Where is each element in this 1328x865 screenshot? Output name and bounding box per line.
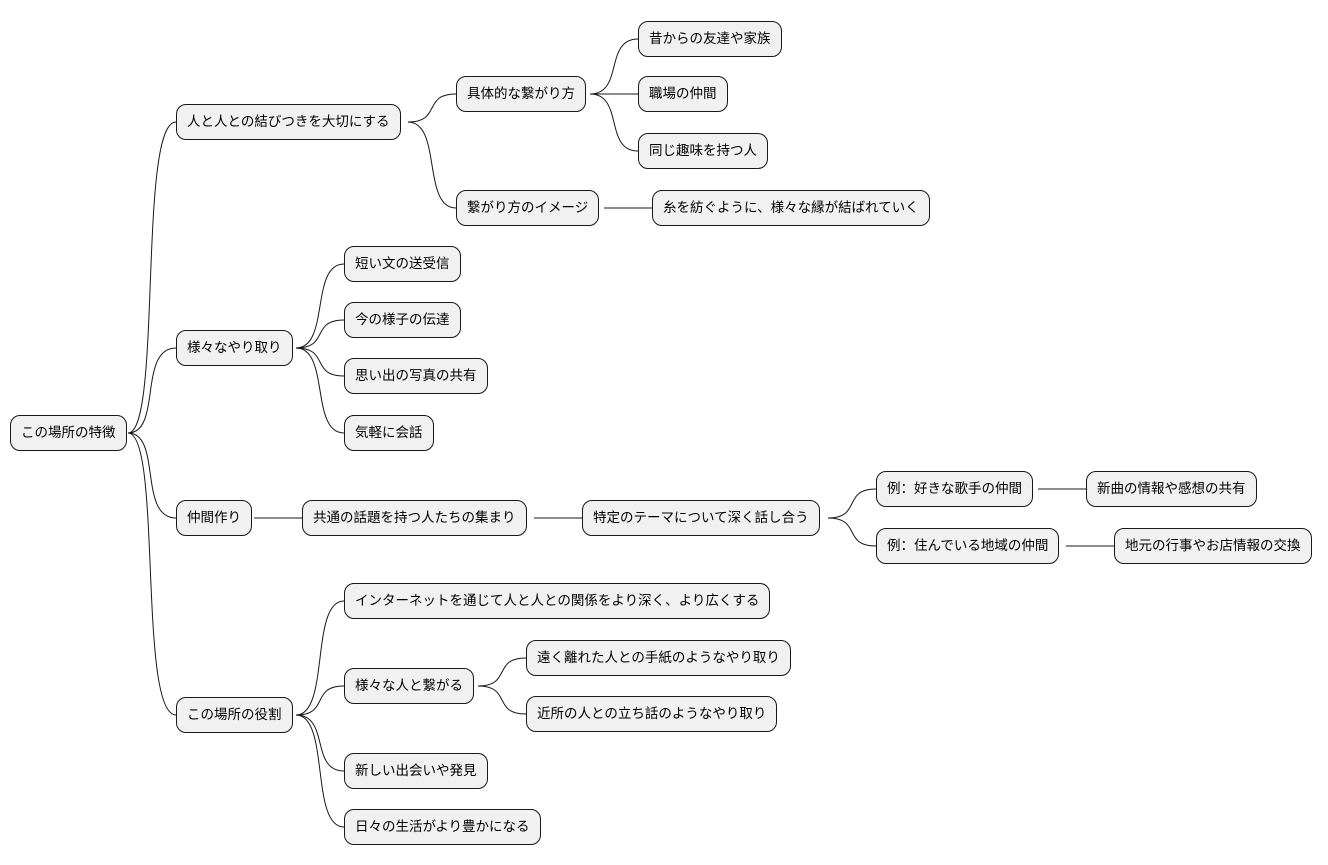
leaf-deeper-wider-relations: インターネットを通じて人と人との関係をより深く、より広くする — [344, 583, 771, 619]
edge-branch4-sub1 — [295, 685, 345, 716]
edge-root-branch1 — [127, 121, 177, 434]
edge-b3s1s1-ex1 — [827, 488, 877, 519]
edge-branch2-item4 — [295, 347, 345, 434]
edge-b4sub1-item1 — [477, 657, 527, 687]
leaf-status-update: 今の様子の伝達 — [344, 302, 461, 338]
edge-b3s1s1-ex2 — [827, 517, 877, 547]
edge-branch1-sub2 — [407, 121, 457, 209]
leaf-coworkers: 職場の仲間 — [638, 76, 728, 112]
subnode-example-local: 例：住んでいる地域の仲間 — [876, 528, 1060, 564]
edge-root-branch3 — [127, 432, 177, 519]
edge-branch2-item1 — [295, 263, 345, 349]
edge-root-branch4 — [127, 432, 177, 716]
branch-node-community: 仲間作り — [176, 500, 252, 536]
edge-branch1-sub1 — [407, 93, 457, 123]
root-node: この場所の特徴 — [10, 415, 127, 451]
edge-branch2-item2 — [295, 319, 345, 349]
edge-b1sub1-item1 — [589, 38, 639, 95]
leaf-photo-sharing: 思い出の写真の共有 — [344, 358, 488, 394]
leaf-short-messages: 短い文の送受信 — [344, 246, 461, 282]
subnode-example-singer: 例：好きな歌手の仲間 — [876, 471, 1033, 507]
edge-b1sub1-item3 — [589, 93, 639, 152]
leaf-old-friends-family: 昔からの友達や家族 — [638, 21, 782, 57]
edge-branch4-item1 — [295, 600, 345, 716]
leaf-weaving-threads: 糸を紡ぐように、様々な縁が結ばれていく — [652, 190, 930, 226]
branch-node-role: この場所の役割 — [176, 697, 293, 733]
leaf-new-encounters: 新しい出会いや発見 — [344, 753, 488, 789]
subnode-concrete-ways: 具体的な繋がり方 — [456, 76, 586, 112]
edge-branch4-item3 — [295, 714, 345, 772]
branch-node-exchanges: 様々なやり取り — [176, 330, 293, 366]
leaf-distant-letters: 遠く離れた人との手紙のようなやり取り — [526, 640, 791, 676]
edge-root-branch2 — [127, 347, 177, 434]
subnode-connect-various: 様々な人と繋がる — [344, 668, 474, 704]
edge-branch4-item4 — [295, 714, 345, 828]
subnode-deep-discussion: 特定のテーマについて深く話し合う — [582, 500, 820, 536]
leaf-new-song-info: 新曲の情報や感想の共有 — [1086, 471, 1257, 507]
leaf-shared-hobby: 同じ趣味を持つ人 — [638, 133, 768, 169]
edge-branch2-item3 — [295, 347, 345, 377]
leaf-richer-life: 日々の生活がより豊かになる — [344, 809, 541, 845]
subnode-common-topic-group: 共通の話題を持つ人たちの集まり — [302, 500, 527, 536]
leaf-neighbor-chat: 近所の人との立ち話のようなやり取り — [526, 696, 778, 732]
edge-b4sub1-item2 — [477, 685, 527, 715]
subnode-connection-image: 繋がり方のイメージ — [456, 190, 600, 226]
leaf-local-events: 地元の行事やお店情報の交換 — [1114, 528, 1312, 564]
branch-node-connections: 人と人との結びつきを大切にする — [176, 104, 401, 140]
leaf-casual-chat: 気軽に会話 — [344, 415, 434, 451]
